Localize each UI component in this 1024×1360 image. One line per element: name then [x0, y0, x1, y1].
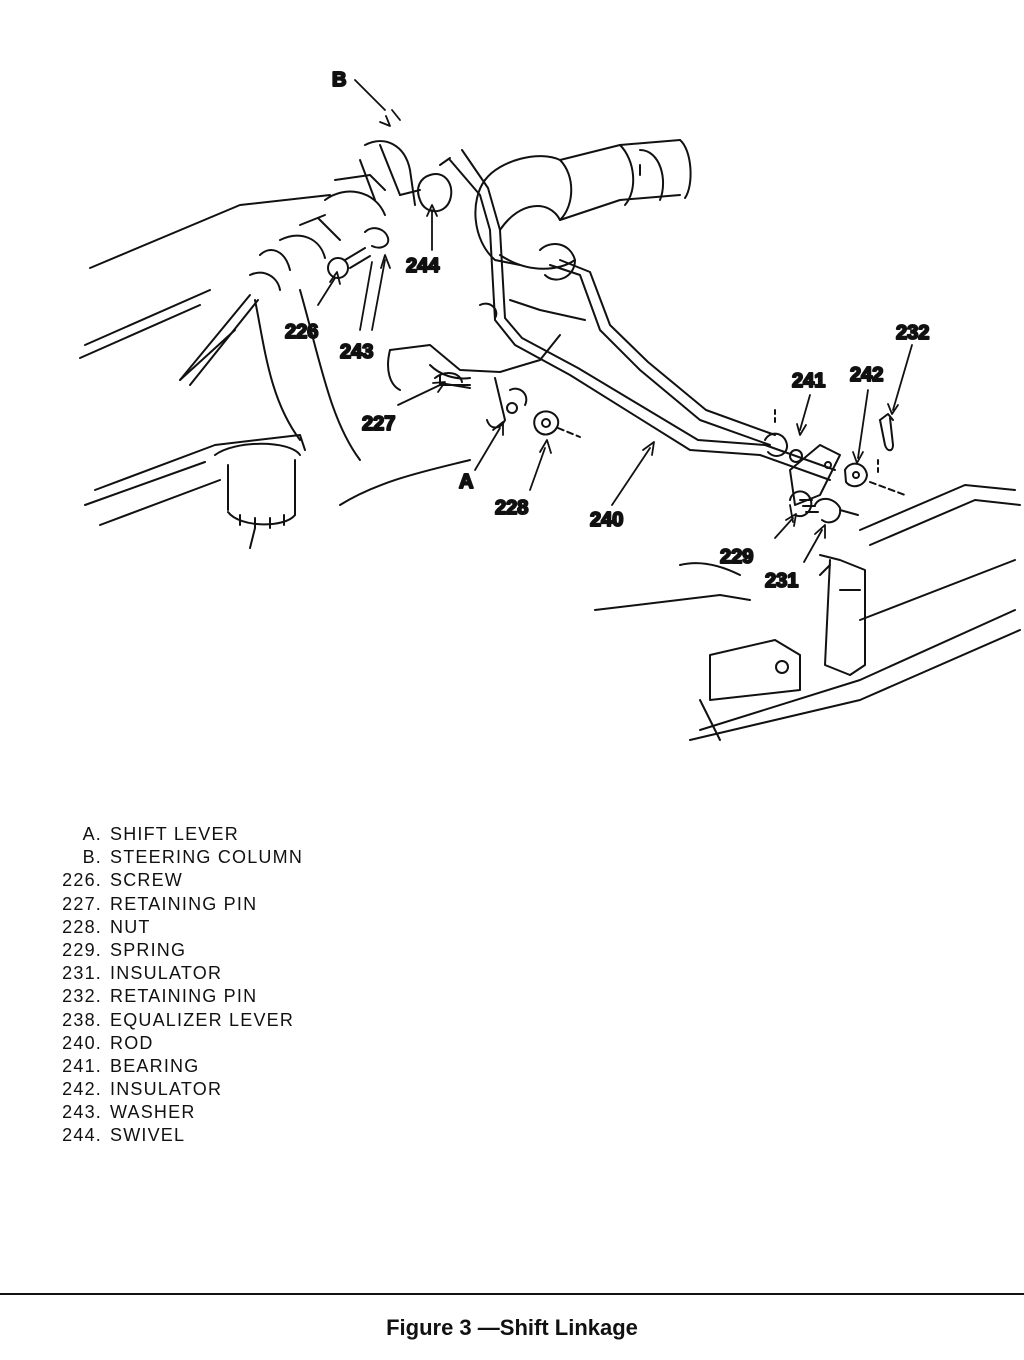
legend-label: SWIVEL: [110, 1125, 186, 1146]
equalizer-bracket: [789, 444, 841, 506]
legend-label: RETAINING PIN: [110, 893, 258, 914]
legend-code: 227.: [62, 893, 102, 914]
legend-item: 240. ROD: [40, 1033, 460, 1056]
legend-label: SCREW: [110, 870, 183, 891]
legend-label: NUT: [110, 916, 151, 937]
oil-filter: [214, 442, 301, 549]
bearing-241: [764, 432, 803, 463]
caption-rule: [0, 1293, 1024, 1295]
legend-label: EQUALIZER LEVER: [110, 1009, 295, 1030]
legend-item: 231. INSULATOR: [40, 963, 460, 986]
callout-227: 227: [362, 413, 395, 435]
callout-243: 243: [340, 341, 373, 363]
insulator-231: [814, 497, 859, 524]
legend-code: A.: [82, 824, 102, 844]
legend-label: STEERING COLUMN: [110, 847, 304, 868]
legend-label: SPRING: [110, 939, 187, 960]
legend-item: 226. SCREW: [40, 870, 460, 893]
legend-code: 226.: [62, 870, 102, 891]
legend-code: 232.: [62, 986, 102, 1007]
legend-code: 231.: [62, 963, 102, 984]
legend-item: 228. NUT: [40, 917, 460, 940]
legend-label: RETAINING PIN: [110, 986, 258, 1007]
figure-caption: Figure 3 —Shift Linkage: [386, 1315, 638, 1340]
left-frame-rail: [79, 194, 471, 526]
callout-242: 242: [850, 364, 883, 386]
legend-item: 238. EQUALIZER LEVER: [40, 1010, 460, 1033]
callout-leaders: [317, 79, 913, 563]
washer-243: [364, 227, 390, 249]
callout-244: 244: [406, 255, 440, 277]
callout-226: 226: [285, 321, 318, 343]
legend-label: SHIFT LEVER: [110, 824, 239, 844]
legend-code: 238.: [62, 1009, 102, 1030]
legend-code: 229.: [62, 939, 102, 960]
legend-label: ROD: [110, 1032, 154, 1053]
legend-item: B. STEERING COLUMN: [40, 847, 460, 870]
legend-code: 241.: [62, 1055, 102, 1076]
legend-item: 229. SPRING: [40, 940, 460, 963]
shift-lever: [387, 334, 561, 429]
legend-label: INSULATOR: [110, 1079, 223, 1100]
legend-label: INSULATOR: [110, 963, 223, 984]
callout-231: 231: [765, 570, 798, 592]
callout-232: 232: [896, 322, 929, 344]
insulator-242: [844, 462, 906, 496]
legend-label: BEARING: [110, 1055, 200, 1076]
legend-code: 240.: [62, 1032, 102, 1053]
right-frame-rail: [594, 484, 1021, 741]
legend-item: 243. WASHER: [40, 1102, 460, 1125]
callout-a: A: [459, 471, 473, 493]
nut-228: [533, 410, 581, 438]
legend-label: WASHER: [110, 1102, 196, 1123]
callout-229: 229: [720, 546, 753, 568]
legend-item: 244. SWIVEL: [40, 1125, 460, 1148]
transmission-housing: [474, 139, 692, 321]
retaining-pin-227: [434, 372, 471, 389]
legend-item: 232. RETAINING PIN: [40, 986, 460, 1009]
legend-code: 244.: [62, 1125, 102, 1146]
legend-code: B.: [82, 847, 102, 868]
callout-240: 240: [590, 509, 623, 531]
callout-b: B: [332, 69, 346, 91]
legend-code: 243.: [62, 1102, 102, 1123]
rod-240: [439, 149, 836, 481]
retaining-pin-232: [774, 409, 894, 476]
legend-item: 241. BEARING: [40, 1056, 460, 1079]
legend-code: 242.: [62, 1079, 102, 1100]
legend-item: 227. RETAINING PIN: [40, 894, 460, 917]
callout-241: 241: [792, 370, 825, 392]
legend-item: A. SHIFT LEVER: [40, 824, 460, 847]
legend-item: 242. INSULATOR: [40, 1079, 460, 1102]
screw-226: [327, 247, 371, 279]
legend-code: 228.: [62, 916, 102, 937]
shift-linkage-illustration: B 244 226 243 227 A 228 240 241 242 232 …: [79, 68, 1021, 741]
callout-228: 228: [495, 497, 528, 519]
